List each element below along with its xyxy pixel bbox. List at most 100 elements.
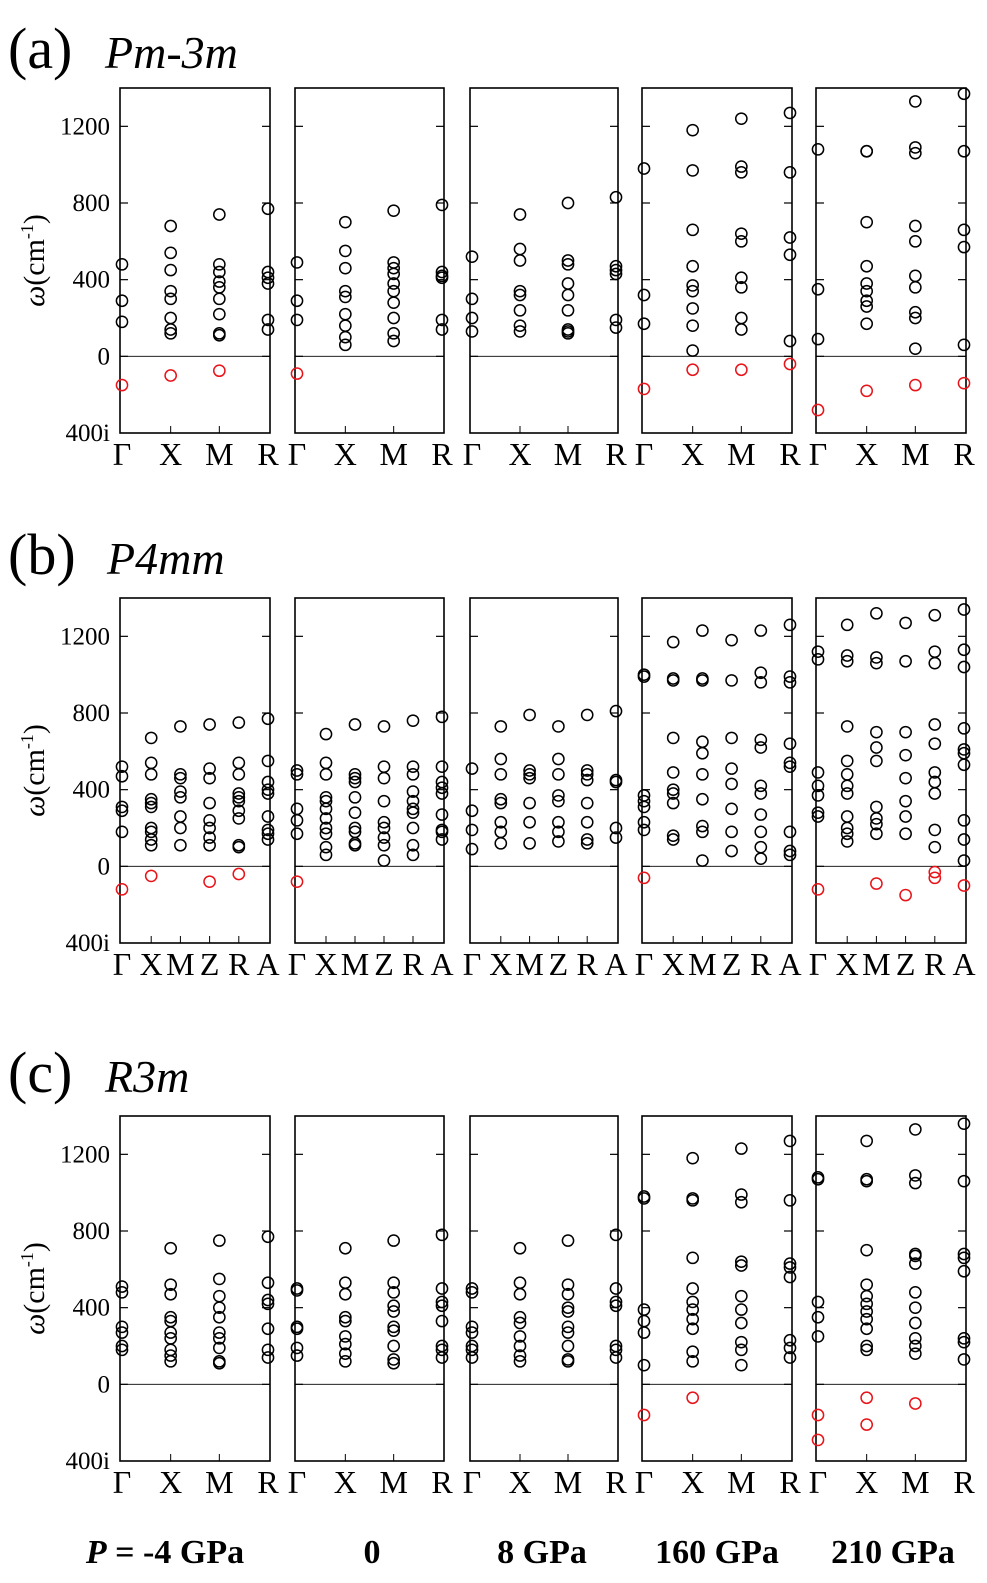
phonon-mode-point [928,645,942,659]
phonon-mode-point [928,737,942,751]
phonon-mode-point [783,825,797,839]
phonon-mode-point [406,848,420,862]
phonon-mode-point [637,162,651,175]
phonon-mode-point [686,1295,700,1309]
phonon-mode-point [840,835,854,848]
phonon-mode-point [377,854,391,867]
phonon-mode-point [870,651,883,664]
phonon-mode-point [696,746,709,760]
phonon-mode-point [406,806,420,820]
phonon-mode-point [552,794,565,808]
panel-frame [294,1115,445,1462]
phonon-mode-point [957,1251,971,1265]
phonon-mode-point [783,844,797,858]
phonon-mode-point [561,277,575,290]
imaginary-mode-point [203,875,216,889]
phonon-mode-point [734,1255,748,1269]
imaginary-mode-point [928,865,942,879]
phonon-mode-point [290,313,304,327]
kpoint-label: R [228,946,250,982]
phonon-mode-point [494,720,508,733]
phonon-mode-point [513,208,527,221]
phonon-mode-point [232,840,246,854]
phonon-mode-point [174,767,187,781]
phonon-mode-point [377,720,391,733]
phonon-mode-point [465,292,479,306]
phonon-mode-point [406,767,420,781]
phonon-mode-point [908,1249,922,1263]
kpoint-label: Γ [113,1464,132,1500]
phonon-mode-point [203,718,216,731]
phonon-mode-point [212,328,226,342]
phonon-mode-point [928,787,942,800]
phonon-mode-point [754,779,768,793]
y-axis-symbol: ω [18,286,51,307]
phonon-mode-point [174,810,187,823]
phonon-mode-point [734,1316,748,1330]
phonon-mode-point [908,219,922,233]
phonon-mode-point [734,323,748,336]
phonon-mode-point [957,813,971,827]
phonon-mode-point [494,796,508,810]
phonon-mode-point [115,1326,129,1339]
phonon-mode-point [783,737,797,751]
y-tick-label: 1200 [60,1141,110,1168]
kpoint-label: Γ [288,946,307,982]
phonon-mode-point [348,838,362,852]
phonon-mode-point [580,796,594,810]
phonon-mode-point [609,1295,623,1309]
panel-frame [119,87,271,434]
phonon-mode-point [319,840,333,854]
panel-frame [641,597,793,944]
phonon-mode-point [115,1285,129,1299]
phonon-mode-point [203,762,216,775]
phonon-mode-point [465,1351,479,1364]
phonon-mode-point [261,754,275,768]
imaginary-mode-point [232,867,246,881]
kpoint-label: M [901,1464,929,1500]
phonon-mode-point [144,833,158,846]
phonon-mode-point [783,1351,797,1364]
kpoint-label: Γ [635,1464,654,1500]
kpoint-label: R [924,946,946,982]
kpoint-label: Γ [809,946,828,982]
phonon-mode-point [338,338,352,352]
phonon-mode-point [435,787,449,800]
y-tick-label: 0 [98,853,111,880]
phonon-mode-point [290,827,304,841]
phonon-mode-point [561,1320,575,1334]
phonon-mode-point [811,1310,825,1324]
phonon-mode-point [377,760,391,774]
phonon-mode-point [406,821,420,835]
y-tick-label: 400i [66,420,111,447]
phonon-mode-point [957,743,971,756]
phonon-mode-point [783,334,797,348]
phonon-mode-point [290,802,304,816]
panel-frame [469,597,619,944]
phonon-mode-point [164,1349,178,1362]
phonon-mode-point [435,1282,449,1295]
phonon-mode-point [725,844,738,858]
phonon-mode-point [348,775,362,789]
phonon-mode-point [164,1287,178,1301]
phonon-mode-point [338,330,352,344]
phonon-mode-point [696,735,709,749]
phonon-mode-point [860,1243,874,1257]
phonon-mode-point [203,821,216,835]
phonon-mode-point [734,1335,748,1349]
kpoint-label: Z [374,946,394,982]
phonon-mode-point [734,1195,748,1209]
kpoint-label: M [205,436,233,472]
phonon-mode-point [164,326,178,340]
phonon-mode-point [338,1314,352,1328]
phonon-mode-point [928,608,942,622]
phonon-mode-point [734,271,748,285]
phonon-mode-point [513,242,527,256]
phonon-mode-point [435,323,449,336]
phonon-mode-point [870,827,883,841]
phonon-mode-point [494,815,508,829]
kpoint-label: X [159,1464,182,1500]
phonon-mode-point [144,792,158,806]
phonon-mode-point [840,810,854,823]
